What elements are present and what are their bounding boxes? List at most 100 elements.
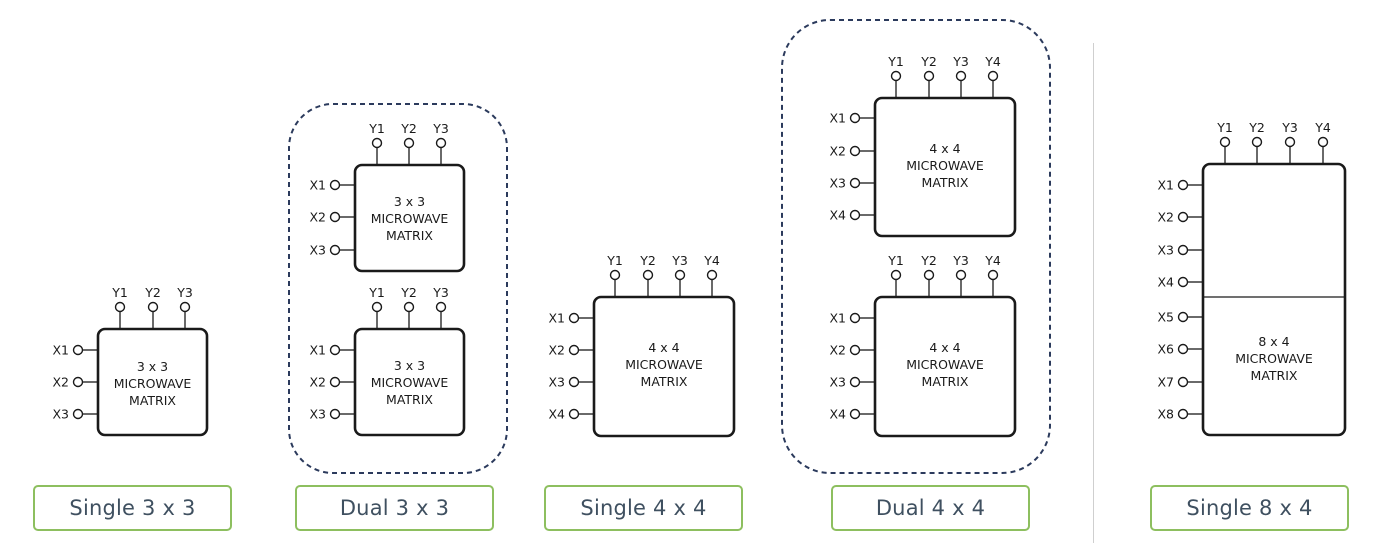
output-port-label: Y2 <box>639 253 656 268</box>
input-port-label: X4 <box>1157 275 1174 290</box>
dual-3x3-matrix-bottom-label-line: MICROWAVE <box>371 375 449 390</box>
input-port-terminal <box>329 344 341 356</box>
output-port-terminal <box>435 137 447 149</box>
output-port-label: Y3 <box>952 253 969 268</box>
output-port-label: Y1 <box>606 253 623 268</box>
output-port-terminal <box>890 269 902 281</box>
output-port-terminal <box>674 269 686 281</box>
dual-4x4-matrix-top-label-line: MICROWAVE <box>906 158 984 173</box>
single-4x4-matrix-body <box>592 295 736 438</box>
single-4x4-matrix-label-line: 4 x 4 <box>648 340 679 355</box>
input-port-terminal <box>568 408 580 420</box>
output-port-label: Y3 <box>952 54 969 69</box>
output-port-terminal <box>403 301 415 313</box>
input-port-terminal <box>329 408 341 420</box>
single-8x4-matrix-label-line: MICROWAVE <box>1235 351 1313 366</box>
output-port-label: Y4 <box>984 54 1001 69</box>
input-port-label: X7 <box>1157 375 1174 390</box>
dual-3x3-matrix-bottom-label-line: MATRIX <box>386 392 433 407</box>
input-port-terminal <box>329 376 341 388</box>
input-port-terminal <box>1177 179 1189 191</box>
input-port-label: X8 <box>1157 407 1174 422</box>
input-port-label: X3 <box>548 375 565 390</box>
input-port-label: X2 <box>1157 210 1174 225</box>
input-port-terminal <box>72 376 84 388</box>
input-port-terminal <box>568 376 580 388</box>
input-port-label: X3 <box>52 407 69 422</box>
input-port-terminal <box>1177 244 1189 256</box>
dual-3x3-matrix-top-label-line: MICROWAVE <box>371 211 449 226</box>
input-port-terminal <box>568 344 580 356</box>
input-port-label: X6 <box>1157 342 1174 357</box>
input-port-terminal <box>329 244 341 256</box>
input-port-terminal <box>849 344 861 356</box>
output-port-terminal <box>179 301 191 313</box>
input-port-label: X4 <box>829 208 846 223</box>
output-port-label: Y4 <box>984 253 1001 268</box>
output-port-terminal <box>147 301 159 313</box>
dual-4x4-matrix-bottom-label-line: 4 x 4 <box>929 340 960 355</box>
single-8x4-matrix-label-line: MATRIX <box>1251 368 1298 383</box>
dual-4x4-matrix-top-label-line: MATRIX <box>922 175 969 190</box>
output-port-terminal <box>923 269 935 281</box>
output-port-label: Y2 <box>920 253 937 268</box>
input-port-terminal <box>849 112 861 124</box>
input-port-terminal <box>329 179 341 191</box>
dual-4x4-matrix-top-label-line: 4 x 4 <box>929 141 960 156</box>
input-port-label: X5 <box>1157 310 1174 325</box>
output-port-label: Y1 <box>887 253 904 268</box>
dual-4x4-matrix-top-body <box>873 96 1017 238</box>
input-port-terminal <box>849 177 861 189</box>
dual-4x4-matrix-bottom-body <box>873 295 1017 438</box>
input-port-terminal <box>849 312 861 324</box>
output-port-terminal <box>642 269 654 281</box>
output-port-terminal <box>706 269 718 281</box>
output-port-terminal <box>1284 136 1296 148</box>
input-port-label: X1 <box>829 111 846 126</box>
input-port-label: X3 <box>829 176 846 191</box>
caption-single-3x3: Single 3 x 3 <box>33 485 232 531</box>
input-port-terminal <box>72 344 84 356</box>
input-port-label: X1 <box>309 343 326 358</box>
output-port-label: Y1 <box>1216 120 1233 135</box>
single-3x3-matrix-label-line: MICROWAVE <box>114 376 192 391</box>
dual-4x4-matrix-bottom-label-line: MATRIX <box>922 374 969 389</box>
output-port-label: Y1 <box>111 285 128 300</box>
dual-3x3-matrix-bottom-label-line: 3 x 3 <box>394 358 425 373</box>
input-port-terminal <box>1177 343 1189 355</box>
output-port-terminal <box>923 70 935 82</box>
input-port-label: X1 <box>52 343 69 358</box>
dual-4x4-group-outline <box>781 19 1051 474</box>
input-port-label: X2 <box>548 343 565 358</box>
output-port-terminal <box>1251 136 1263 148</box>
input-port-label: X1 <box>829 311 846 326</box>
output-port-terminal <box>114 301 126 313</box>
dual-3x3-matrix-top-label-line: 3 x 3 <box>394 194 425 209</box>
output-port-label: Y3 <box>432 121 449 136</box>
output-port-terminal <box>1219 136 1231 148</box>
output-port-label: Y1 <box>368 285 385 300</box>
output-port-terminal <box>403 137 415 149</box>
input-port-label: X4 <box>548 407 565 422</box>
output-port-label: Y3 <box>671 253 688 268</box>
input-port-terminal <box>1177 408 1189 420</box>
single-3x3-matrix-label-line: 3 x 3 <box>137 359 168 374</box>
single-8x4-matrix-label-line: 8 x 4 <box>1258 334 1289 349</box>
single-4x4-matrix-label-line: MICROWAVE <box>625 357 703 372</box>
output-port-label: Y2 <box>144 285 161 300</box>
output-port-label: Y3 <box>176 285 193 300</box>
input-port-label: X2 <box>309 210 326 225</box>
input-port-terminal <box>849 376 861 388</box>
input-port-terminal <box>1177 376 1189 388</box>
input-port-label: X3 <box>309 243 326 258</box>
input-port-terminal <box>329 211 341 223</box>
output-port-terminal <box>890 70 902 82</box>
input-port-terminal <box>1177 276 1189 288</box>
input-port-label: X2 <box>829 144 846 159</box>
